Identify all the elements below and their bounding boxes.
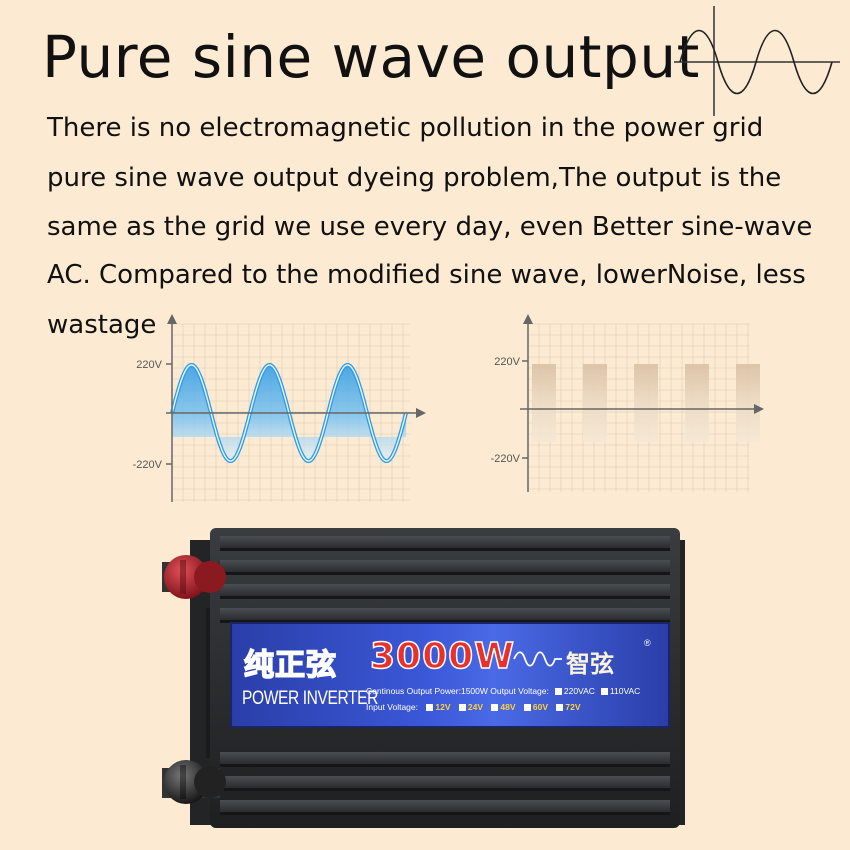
checkbox-icon (600, 688, 608, 696)
checkbox-icon (523, 704, 531, 712)
page-title: Pure sine wave output (42, 23, 700, 91)
sine-wave-icon (674, 6, 840, 116)
heatsink-rib (220, 752, 670, 764)
negative-terminal (162, 760, 226, 804)
positive-terminal (162, 555, 226, 599)
heatsink-rib-gap (220, 572, 670, 575)
brand-label: 智弦 (566, 649, 614, 678)
heatsink-rib-gap (220, 812, 670, 815)
inverter-nameplate: 纯正弦 3000W 智弦 ® POWER INVERTER Continous … (230, 622, 670, 728)
x-axis-arrow (416, 408, 426, 418)
heatsink-ribs (220, 536, 670, 815)
heatsink-rib (220, 776, 670, 788)
power-inverter-label: POWER INVERTER (242, 688, 378, 709)
heatsink-rib (220, 584, 670, 596)
y-tick-label: 220V (494, 356, 520, 368)
pure-sine-cn-label: 纯正弦 (243, 647, 337, 684)
description-line: AC. Compared to the modified sine wave, … (47, 260, 806, 290)
y-tick-label: -220V (133, 459, 163, 471)
heatsink-rib (220, 608, 670, 620)
spec-line-output: Continous Output Power:1500W Output Volt… (366, 686, 641, 696)
description-line: pure sine wave output dyeing problem,The… (47, 163, 782, 193)
heatsink-rib-gap (220, 596, 670, 599)
heatsink-rib (220, 800, 670, 812)
x-axis-arrow (754, 404, 764, 414)
pulse-bar (634, 364, 658, 442)
heatsink-rib (220, 560, 670, 572)
description-line: There is no electromagnetic pollution in… (47, 113, 764, 143)
pulse-bar (685, 364, 709, 442)
y-tick-label: 220V (136, 359, 162, 371)
wave-logo-icon (513, 651, 562, 667)
y-tick-label: -220V (491, 453, 521, 465)
heatsink-rib-gap (220, 788, 670, 791)
checkbox-icon (491, 704, 499, 712)
pulse-bar (583, 364, 607, 442)
registered-mark: ® (644, 638, 651, 648)
heatsink-rib-gap (220, 620, 670, 623)
checkbox-icon (556, 704, 564, 712)
heatsink-rib (220, 536, 670, 548)
description-line: same as the grid we use every day, even … (47, 212, 813, 242)
description-line: wastage (47, 310, 157, 340)
pulses (532, 364, 760, 442)
wattage-label: 3000W (369, 635, 515, 678)
pure-sine-chart: 220V -220V (133, 314, 426, 502)
checkbox-icon (458, 704, 466, 712)
heatsink-rib-gap (220, 764, 670, 767)
checkbox-icon (426, 704, 434, 712)
inverter-product-image (162, 528, 685, 828)
modified-sine-chart: 220V -220V (491, 314, 764, 492)
heatsink-rib-gap (220, 548, 670, 551)
pulse-bar (532, 364, 556, 442)
pulse-bar (736, 364, 760, 442)
spec-line-input: Input Voltage: 12V 24V 48V 60V 72V (366, 702, 581, 712)
checkbox-icon (554, 688, 562, 696)
y-axis-arrow (523, 314, 533, 324)
y-axis-arrow (167, 314, 177, 324)
